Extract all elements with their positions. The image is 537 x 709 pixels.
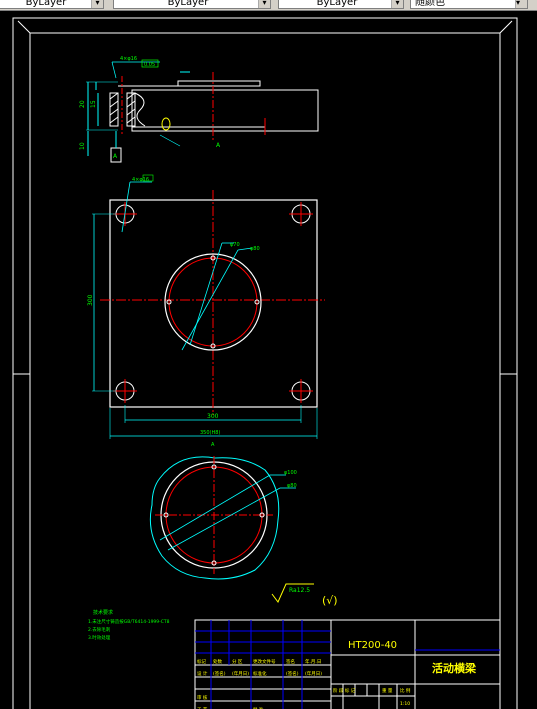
svg-text:2.去除毛刺: 2.去除毛刺 xyxy=(88,626,111,633)
svg-text:10: 10 xyxy=(79,142,86,150)
svg-text:300: 300 xyxy=(207,413,219,420)
plate-view: φ70 φ80 4×φ16 300 300 350(H8) A xyxy=(87,174,325,448)
svg-text:350(H8): 350(H8) xyxy=(200,430,220,436)
svg-text:(√): (√) xyxy=(322,594,338,607)
svg-text:1.未注尺寸铸造按GB/T6414-1999-CT8: 1.未注尺寸铸造按GB/T6414-1999-CT8 xyxy=(88,618,170,625)
color-combo[interactable]: 随颜色 ▾ xyxy=(410,0,528,9)
svg-text:4×φ16: 4×φ16 xyxy=(120,56,137,62)
svg-text:4×φ16: 4×φ16 xyxy=(132,177,149,183)
svg-text:工 艺: 工 艺 xyxy=(197,707,208,709)
title-block: HT200-40 活动横梁 标记 处数 分 区 更改文件号 签名 年.月.日 设… xyxy=(194,619,501,709)
chevron-down-icon[interactable]: ▾ xyxy=(391,0,403,8)
chevron-down-icon[interactable]: ▾ xyxy=(515,0,527,8)
svg-text:技术要求: 技术要求 xyxy=(93,609,113,616)
sheet-border xyxy=(12,17,518,709)
chevron-down-icon[interactable]: ▾ xyxy=(91,0,103,8)
svg-text:审 核: 审 核 xyxy=(197,694,208,701)
svg-text:15: 15 xyxy=(90,100,97,108)
svg-text:1:10: 1:10 xyxy=(400,701,410,707)
svg-text:比 例: 比 例 xyxy=(400,687,411,694)
drawing-frame xyxy=(29,32,501,709)
svg-text:签名: 签名 xyxy=(286,658,295,665)
svg-text:标记: 标记 xyxy=(197,658,206,665)
svg-text:300: 300 xyxy=(87,294,94,306)
svg-text:分 区: 分 区 xyxy=(232,658,243,665)
svg-text:A: A xyxy=(216,142,221,149)
svg-text:A: A xyxy=(211,442,215,448)
drawing-canvas[interactable]: 20 15 10 0.05 4×φ16 A A xyxy=(0,10,537,709)
svg-text:(签名): (签名) xyxy=(213,670,226,677)
svg-text:(签名): (签名) xyxy=(286,670,299,677)
svg-text:标准化: 标准化 xyxy=(253,670,267,677)
chevron-down-icon[interactable]: ▾ xyxy=(258,0,270,8)
property-toolbar: ByLayer ▾ ByLayer ▾ ByLayer ▾ 随颜色 ▾ xyxy=(0,0,537,11)
svg-text:Ra12.5: Ra12.5 xyxy=(289,587,310,594)
svg-text:HT200-40: HT200-40 xyxy=(348,640,397,651)
svg-text:(年月日): (年月日) xyxy=(232,670,249,677)
layer-combo[interactable]: ByLayer ▾ xyxy=(0,0,104,9)
svg-text:(年月日): (年月日) xyxy=(305,670,322,677)
svg-text:A: A xyxy=(113,153,118,160)
surface-roughness: Ra12.5 (√) xyxy=(271,583,338,607)
svg-text:3.时效处理: 3.时效处理 xyxy=(88,634,111,641)
section-view: 20 15 10 0.05 4×φ16 A A xyxy=(79,56,319,163)
svg-text:批 准: 批 准 xyxy=(253,706,264,709)
linetype-combo[interactable]: ByLayer ▾ xyxy=(113,0,271,9)
tolerance-box xyxy=(141,59,159,68)
svg-text:处数: 处数 xyxy=(213,658,222,665)
svg-text:年.月.日: 年.月.日 xyxy=(305,658,321,665)
svg-text:20: 20 xyxy=(79,100,86,108)
svg-text:0.05: 0.05 xyxy=(144,62,155,68)
svg-text:φ80: φ80 xyxy=(250,246,260,252)
lineweight-combo[interactable]: ByLayer ▾ xyxy=(278,0,404,9)
svg-text:设 计: 设 计 xyxy=(197,670,208,677)
ring-view: φ100 φ80 xyxy=(149,456,297,580)
svg-text:活动横梁: 活动横梁 xyxy=(432,661,477,675)
svg-text:φ80: φ80 xyxy=(287,483,297,489)
technical-notes: 技术要求 1.未注尺寸铸造按GB/T6414-1999-CT8 2.去除毛刺 3… xyxy=(88,609,170,641)
svg-text:重 量: 重 量 xyxy=(382,687,393,694)
svg-text:阶 段 标 记: 阶 段 标 记 xyxy=(333,687,356,694)
svg-text:φ70: φ70 xyxy=(230,242,240,248)
svg-text:更改文件号: 更改文件号 xyxy=(253,658,276,665)
svg-text:φ100: φ100 xyxy=(284,470,297,476)
